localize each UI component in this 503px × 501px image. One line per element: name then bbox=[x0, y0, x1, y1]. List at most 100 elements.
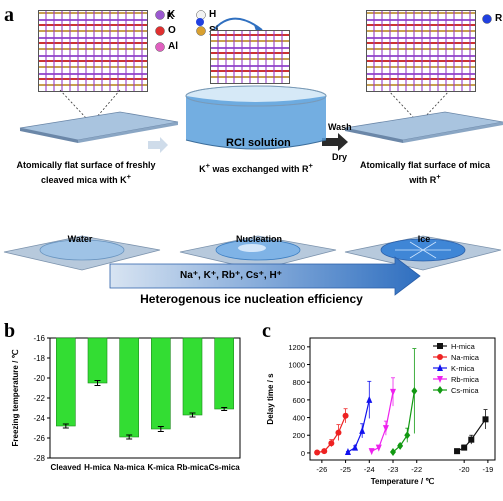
legend-label: K-mica bbox=[451, 364, 475, 373]
legend-r-label: R bbox=[495, 13, 503, 24]
y-tick-label: 1000 bbox=[288, 361, 305, 370]
mica-structure-right bbox=[366, 10, 476, 92]
data-point bbox=[411, 387, 418, 396]
legend-k: K bbox=[155, 10, 174, 22]
data-point bbox=[404, 431, 411, 440]
data-point bbox=[314, 449, 321, 456]
y-tick-label: -20 bbox=[33, 374, 45, 383]
legend-label: Na-mica bbox=[451, 353, 480, 362]
data-point bbox=[390, 448, 397, 457]
atom-legend: K bbox=[155, 10, 245, 70]
bar-cs-mica bbox=[214, 337, 234, 410]
series-na-mica bbox=[314, 408, 349, 456]
efficiency-label: Heterogenous ice nucleation efficiency bbox=[140, 292, 363, 306]
data-point bbox=[437, 386, 443, 394]
r-atom-icon bbox=[482, 14, 492, 24]
wash-label: Wash bbox=[328, 122, 352, 132]
data-point bbox=[437, 376, 443, 383]
x-tick-label: -25 bbox=[340, 465, 351, 474]
step-arrow-1 bbox=[148, 137, 168, 153]
y-axis-label: Delay time / s bbox=[266, 373, 275, 425]
r-ion-icon bbox=[196, 18, 204, 26]
data-point bbox=[352, 443, 359, 451]
bar-na-mica bbox=[119, 337, 139, 438]
data-point bbox=[359, 426, 366, 434]
efficiency-arrow bbox=[109, 256, 421, 296]
y-tick-label: 800 bbox=[292, 378, 305, 387]
data-point bbox=[328, 440, 335, 447]
bar-k-mica bbox=[151, 337, 171, 430]
x-tick-label: Rb-mica bbox=[177, 463, 209, 472]
x-tick-label: Cs-mica bbox=[209, 463, 241, 472]
data-point bbox=[461, 444, 468, 451]
plot-frame bbox=[49, 337, 241, 459]
mica-structure-middle bbox=[210, 30, 290, 84]
bar-rb-mica bbox=[182, 337, 203, 416]
y-axis-label: Freezing temperature / ℃ bbox=[11, 349, 20, 446]
legend-h-label: H bbox=[209, 9, 217, 20]
data-point bbox=[437, 354, 443, 360]
data-point bbox=[375, 444, 382, 452]
caption-middle: K+ was exchanged with R+ bbox=[199, 161, 313, 174]
y-tick-label: -16 bbox=[33, 334, 45, 343]
stage-label-nucleation: Nucleation bbox=[235, 234, 282, 244]
x-tick-label: -24 bbox=[364, 465, 375, 474]
data-point bbox=[344, 448, 351, 456]
series-k-mica bbox=[344, 380, 373, 456]
caption-left: Atomically flat surface of freshly cleav… bbox=[16, 160, 156, 185]
o-atom-icon bbox=[155, 26, 165, 36]
series-line bbox=[347, 399, 370, 453]
x-tick-label: Cleaved bbox=[50, 463, 81, 472]
data-point bbox=[368, 448, 375, 456]
legend-o-label: O bbox=[168, 25, 176, 36]
panel-b-letter: b bbox=[4, 320, 16, 342]
series-line bbox=[371, 391, 394, 452]
k-atom-icon bbox=[155, 10, 165, 20]
series-line bbox=[392, 390, 415, 453]
y-tick-label: -24 bbox=[33, 414, 45, 423]
bar-h-mica bbox=[87, 337, 108, 384]
legend-al-label: Al bbox=[168, 41, 178, 52]
data-point bbox=[390, 388, 397, 396]
data-point bbox=[335, 429, 342, 436]
data-point bbox=[382, 425, 389, 433]
data-point bbox=[468, 436, 475, 443]
legend-label: H-mica bbox=[451, 342, 476, 351]
legend-atoms bbox=[155, 10, 492, 52]
data-point bbox=[321, 448, 328, 455]
y-tick-label: -26 bbox=[33, 434, 45, 443]
droplet-water bbox=[3, 235, 161, 271]
series-line bbox=[317, 415, 347, 454]
y-tick-label: 200 bbox=[292, 431, 305, 440]
plot-frame bbox=[309, 337, 496, 461]
x-tick-label: -20 bbox=[459, 465, 470, 474]
panel-a-letter: a bbox=[4, 4, 14, 26]
x-tick-label: -19 bbox=[482, 465, 493, 474]
dry-label: Dry bbox=[332, 152, 348, 162]
y-tick-label: -18 bbox=[33, 354, 45, 363]
bar-cleaved bbox=[56, 337, 76, 427]
stage-label-water: Water bbox=[67, 234, 93, 244]
data-point bbox=[482, 416, 489, 423]
x-tick-label: Na-mica bbox=[114, 463, 146, 472]
x-tick-label: -23 bbox=[388, 465, 399, 474]
mica-structure-left bbox=[38, 10, 148, 92]
legend-label: Rb-mica bbox=[451, 375, 480, 384]
stage-label-ice: Ice bbox=[417, 234, 431, 244]
legend-k-label: K bbox=[168, 9, 176, 20]
data-point bbox=[437, 364, 443, 371]
data-point bbox=[366, 395, 373, 403]
si-atom-icon bbox=[196, 26, 206, 36]
y-tick-label: 400 bbox=[292, 414, 305, 423]
panel-c-letter: c bbox=[262, 320, 271, 342]
step-arrow-2 bbox=[322, 133, 348, 151]
al-atom-icon bbox=[155, 42, 165, 52]
droplet-ice bbox=[344, 235, 502, 271]
ion-order-label: Na⁺, K⁺, Rb⁺, Cs⁺, H⁺ bbox=[180, 270, 282, 281]
solution-label: RCl solution bbox=[226, 137, 291, 149]
y-tick-label: 0 bbox=[301, 449, 305, 458]
y-tick-label: -22 bbox=[33, 394, 45, 403]
x-tick-label: H-mica bbox=[84, 463, 111, 472]
data-point bbox=[437, 343, 443, 349]
